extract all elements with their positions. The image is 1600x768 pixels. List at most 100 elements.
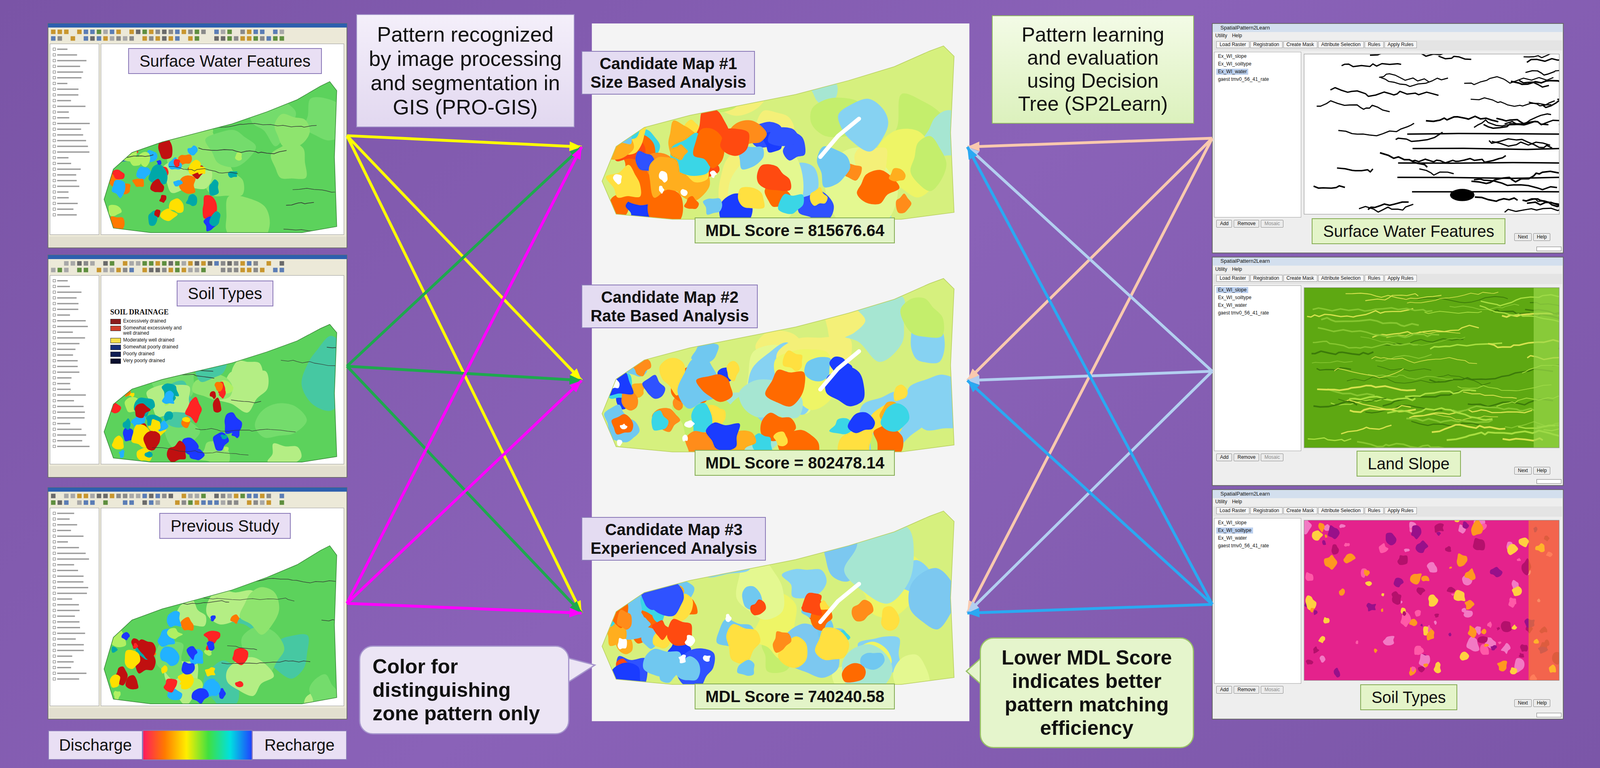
button-label: Add bbox=[1216, 219, 1233, 228]
zone bbox=[274, 114, 310, 148]
zone bbox=[186, 646, 198, 660]
tree-checkbox bbox=[52, 393, 56, 397]
tree-entry bbox=[57, 678, 79, 680]
zone bbox=[112, 169, 125, 180]
toolbar-icon bbox=[247, 267, 252, 273]
zone bbox=[659, 185, 665, 194]
scale-label: Recharge bbox=[251, 730, 347, 761]
tree-entry bbox=[57, 122, 90, 125]
zone bbox=[617, 609, 632, 630]
tab-label: Load Raster bbox=[1216, 507, 1250, 515]
zone bbox=[1511, 624, 1518, 630]
list-item: gaest tmv0_56_41_rate bbox=[1216, 76, 1271, 83]
tree-entry bbox=[57, 575, 84, 578]
color-scale-bar bbox=[142, 730, 252, 761]
screenshot-panel: Surface Water Features bbox=[1212, 23, 1564, 254]
zone bbox=[1448, 632, 1452, 637]
toolbar-icon bbox=[194, 500, 200, 506]
node-text: Lower MDL Score indicates better pattern… bbox=[995, 646, 1179, 740]
candidate-map: Candidate Map #1 Size Based AnalysisMDL … bbox=[581, 44, 968, 251]
tree-checkbox bbox=[52, 376, 56, 380]
tree-checkbox bbox=[52, 202, 56, 205]
zone bbox=[1445, 546, 1452, 552]
tree-checkbox bbox=[52, 592, 56, 595]
toolbar-icon bbox=[240, 261, 246, 266]
zone bbox=[1311, 530, 1323, 541]
toolbar-icon bbox=[155, 500, 161, 506]
tree-entry bbox=[57, 54, 77, 56]
stream-line bbox=[1526, 56, 1560, 63]
toolbar-icon bbox=[63, 261, 69, 266]
zone bbox=[651, 620, 671, 641]
zone bbox=[1403, 548, 1410, 552]
tree-entry bbox=[57, 88, 79, 90]
toolbar-icon bbox=[122, 500, 128, 506]
panel-label: Soil Types bbox=[1360, 684, 1458, 711]
tree-entry bbox=[57, 621, 80, 623]
toolbar-icon bbox=[122, 493, 128, 499]
stream-line bbox=[1473, 179, 1558, 190]
raster-strip bbox=[1528, 520, 1560, 681]
tree-checkbox bbox=[52, 110, 56, 114]
zone bbox=[1473, 541, 1478, 544]
zone bbox=[1434, 523, 1444, 533]
tree-entry bbox=[57, 65, 81, 68]
tab-label: Create Mask bbox=[1283, 41, 1318, 49]
stream-line bbox=[1387, 408, 1493, 421]
toolbar-icon bbox=[168, 493, 174, 499]
tree-entry bbox=[57, 598, 72, 600]
zone bbox=[1428, 594, 1439, 607]
zone bbox=[1426, 629, 1435, 641]
toolbar-icon bbox=[266, 261, 271, 266]
tree-entry bbox=[57, 285, 70, 288]
toolbar-icon bbox=[129, 493, 134, 499]
zone bbox=[1477, 636, 1488, 644]
tree-checkbox bbox=[52, 632, 56, 635]
stream-line bbox=[139, 591, 201, 596]
callout-bubble: Lower MDL Score indicates better pattern… bbox=[979, 637, 1195, 749]
tree-entry bbox=[57, 518, 70, 520]
tree-checkbox bbox=[52, 342, 56, 345]
zone bbox=[214, 382, 224, 392]
zone bbox=[267, 443, 302, 468]
tab-strip bbox=[1213, 40, 1563, 51]
toolbar-icon bbox=[129, 36, 134, 41]
tree-entry bbox=[57, 382, 70, 385]
zone bbox=[1418, 653, 1431, 668]
zone bbox=[1409, 619, 1418, 627]
toolbar-icon bbox=[77, 29, 82, 34]
tree-checkbox bbox=[52, 173, 56, 177]
legend-swatch bbox=[110, 358, 121, 364]
tree-checkbox bbox=[52, 331, 56, 334]
tree-checkbox bbox=[52, 145, 56, 148]
tree-checkbox bbox=[52, 70, 56, 74]
toolbar-icon bbox=[175, 29, 180, 34]
connector-arrow bbox=[346, 135, 582, 381]
zone bbox=[131, 417, 142, 425]
tab-label: Registration bbox=[1250, 41, 1283, 49]
zone bbox=[841, 663, 866, 683]
toolbar-icon bbox=[188, 267, 193, 273]
zone bbox=[756, 164, 792, 191]
legend-swatch bbox=[110, 319, 121, 325]
toolbar-icon bbox=[201, 493, 206, 499]
stream-line bbox=[1412, 148, 1560, 150]
toolbar-icon bbox=[77, 267, 82, 273]
map-region bbox=[103, 81, 337, 233]
zone bbox=[133, 643, 139, 649]
tab-label: Rules bbox=[1364, 507, 1384, 515]
zone bbox=[1487, 621, 1493, 629]
zone bbox=[1481, 629, 1487, 635]
toolbar-icon bbox=[201, 29, 206, 34]
tree-checkbox bbox=[52, 672, 56, 675]
stream-line bbox=[1405, 390, 1477, 397]
zone bbox=[1304, 520, 1312, 535]
tree-entry bbox=[57, 644, 84, 646]
legend-row: Very poorly drained bbox=[110, 358, 192, 364]
zone bbox=[181, 661, 195, 675]
toolbar-icon bbox=[175, 267, 180, 273]
zone bbox=[254, 403, 307, 439]
toolbar-icon bbox=[201, 267, 206, 273]
zone bbox=[134, 403, 151, 419]
toolbar-icon bbox=[188, 500, 193, 506]
